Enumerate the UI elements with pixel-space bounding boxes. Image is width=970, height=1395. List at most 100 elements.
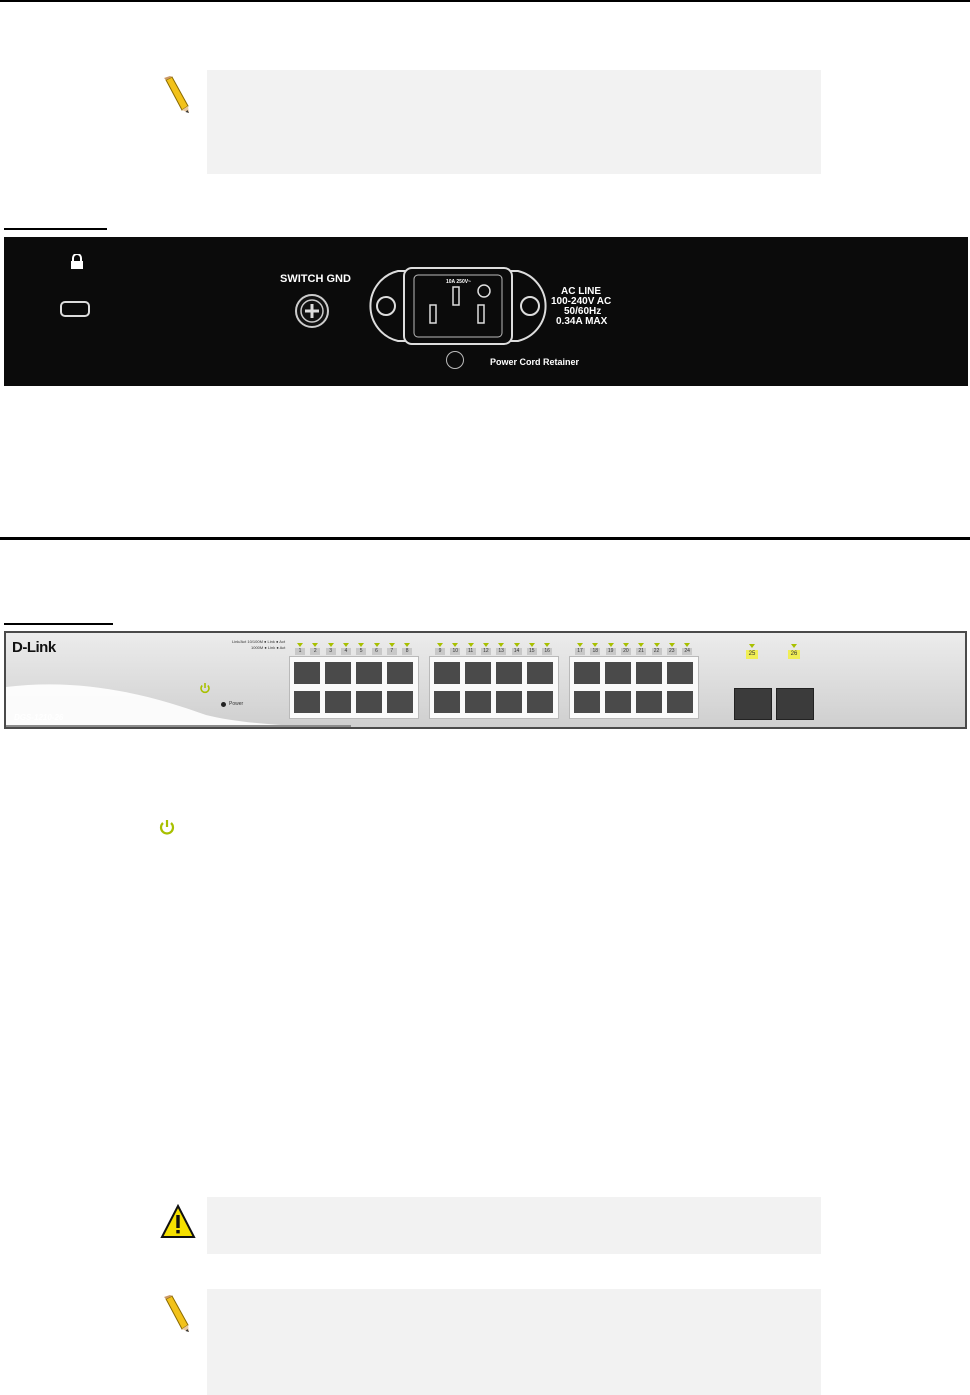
port-18-label: 18 <box>590 648 601 655</box>
port-8-label: 8 <box>402 648 413 655</box>
port-24-led <box>684 643 691 647</box>
rj45-port <box>387 691 413 713</box>
sfp-port-26-label: 26 <box>788 650 800 659</box>
port-24-label: 24 <box>682 648 693 655</box>
rj45-port <box>496 662 522 684</box>
sfp-25-led <box>749 644 755 648</box>
sfp-26-led <box>791 644 797 648</box>
rj45-port <box>667 662 693 684</box>
front-swoosh <box>6 684 356 727</box>
port-19-led <box>607 643 614 647</box>
rj45-port <box>356 691 382 713</box>
ground-screw-icon <box>295 294 329 328</box>
rj45-port <box>325 662 351 684</box>
port-5-led <box>358 643 365 647</box>
port-16-led <box>544 643 551 647</box>
port-23-label: 23 <box>666 648 677 655</box>
security-slot <box>60 301 90 317</box>
port-17-led <box>577 643 583 647</box>
rj45-port <box>294 662 320 684</box>
ac-frequency-label: 50/60Hz <box>564 306 602 317</box>
port-11-label: 11 <box>465 648 476 655</box>
port-2-led <box>312 643 319 647</box>
pencil-note-icon-2 <box>158 1295 192 1333</box>
port-20-label: 20 <box>620 648 631 655</box>
rj45-port <box>465 691 491 713</box>
power-icon <box>158 818 176 836</box>
sfp-port-26 <box>776 688 814 720</box>
figure-caption-underline-2 <box>4 623 113 625</box>
port-23-led <box>668 643 675 647</box>
port-15-led <box>528 643 535 647</box>
sfp-port-25 <box>734 688 772 720</box>
port-22-label: 22 <box>651 648 662 655</box>
port-1-led <box>297 643 303 647</box>
port-17-label: 17 <box>575 648 585 655</box>
port-6-led <box>373 643 380 647</box>
port-21-label: 21 <box>636 648 647 655</box>
power-cord-retainer-label: Power Cord Retainer <box>490 357 580 367</box>
port-6-label: 6 <box>371 648 382 655</box>
rj45-port <box>465 662 491 684</box>
port-18-led <box>592 643 599 647</box>
port-9-led <box>437 643 443 647</box>
note-box-2 <box>207 1289 821 1395</box>
port-9-label: 9 <box>435 648 445 655</box>
rj45-port <box>434 662 460 684</box>
ac-voltage-label: 100-240V AC <box>551 296 612 307</box>
port-7-led <box>388 643 395 647</box>
port-21-led <box>638 643 645 647</box>
rj45-port <box>574 662 600 684</box>
kensington-lock-icon <box>71 254 83 269</box>
rj45-port <box>636 662 662 684</box>
port-10-label: 10 <box>450 648 461 655</box>
pencil-note-icon <box>158 76 192 114</box>
port-20-led <box>622 643 629 647</box>
rj45-port <box>527 662 553 684</box>
port-13-led <box>498 643 505 647</box>
power-label: Power <box>229 701 244 707</box>
front-panel-image: D-Link DGS-1210-26 Power Link/Act 10/100… <box>4 631 967 729</box>
port-14-label: 14 <box>511 648 522 655</box>
figure-caption-underline <box>4 228 107 230</box>
rj45-port <box>387 662 413 684</box>
rj45-port <box>636 691 662 713</box>
port-4-led <box>342 643 349 647</box>
ac-line-label: AC LINE <box>561 286 601 297</box>
port-10-led <box>452 643 459 647</box>
rj45-port <box>605 662 631 684</box>
ac-current-label: 0.34A MAX <box>556 316 608 327</box>
cord-retainer-hole <box>446 351 464 369</box>
port-16-label: 16 <box>542 648 553 655</box>
rj45-port <box>496 691 522 713</box>
rj45-port <box>574 691 600 713</box>
rj45-port <box>527 691 553 713</box>
port-13-label: 13 <box>496 648 507 655</box>
caution-box <box>207 1197 821 1254</box>
power-rating-label: 10A 250V~ <box>446 279 471 285</box>
port-22-led <box>653 643 660 647</box>
port-12-label: 12 <box>480 648 491 655</box>
rear-panel-image: SWITCH GND 10A 250V~ AC LINE 100-240V AC… <box>4 237 968 386</box>
rj45-port <box>325 691 351 713</box>
port-15-label: 15 <box>526 648 537 655</box>
port-11-led <box>467 643 474 647</box>
brand-logo: D-Link <box>12 639 56 656</box>
port-3-led <box>327 643 334 647</box>
note-box <box>207 70 821 174</box>
rj45-port <box>356 662 382 684</box>
rj45-port <box>434 691 460 713</box>
ac-inlet-icon <box>369 267 547 345</box>
port-4-label: 4 <box>340 648 351 655</box>
model-label: DGS-1210-26 <box>14 713 64 722</box>
port-3-label: 3 <box>325 648 336 655</box>
port-2-label: 2 <box>310 648 321 655</box>
rj45-port <box>605 691 631 713</box>
rj45-port <box>294 691 320 713</box>
port-1-label: 1 <box>295 648 305 655</box>
power-led-icon <box>199 681 211 694</box>
led-legend-line-2: 1000M ● Link ● Act <box>251 645 286 650</box>
led-legend-line-1: Link/Act 10/100M ● Link ● Act <box>232 639 286 644</box>
port-14-led <box>513 643 520 647</box>
port-8-led <box>404 643 411 647</box>
